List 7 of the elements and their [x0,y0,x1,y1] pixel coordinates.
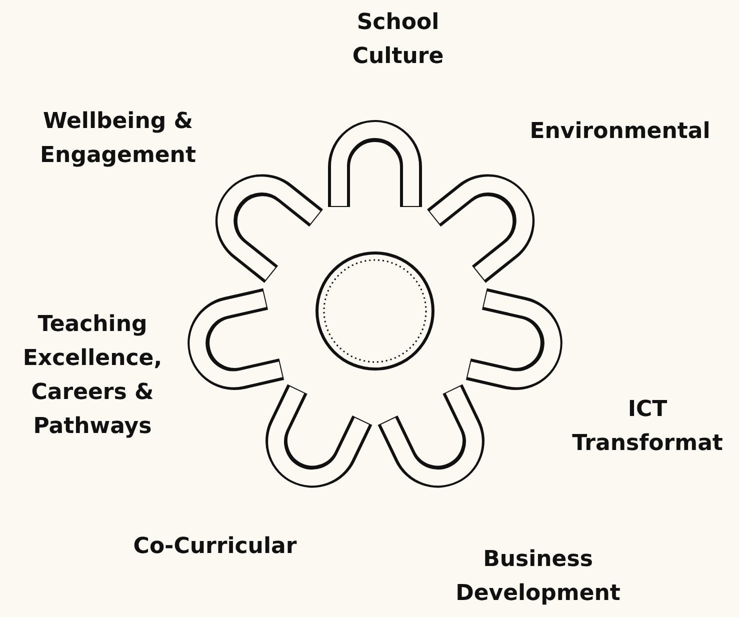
category-label: ICT Transformat [571,396,724,458]
category-label: Environmental [528,118,712,146]
category-label: Teaching Excellence, Careers & Pathways [22,311,164,441]
category-label: Wellbeing & Engagement [39,108,197,170]
category-label: Co-Curricular [132,533,298,561]
category-label: Business Development [454,546,622,608]
category-label: School Culture [351,9,445,71]
